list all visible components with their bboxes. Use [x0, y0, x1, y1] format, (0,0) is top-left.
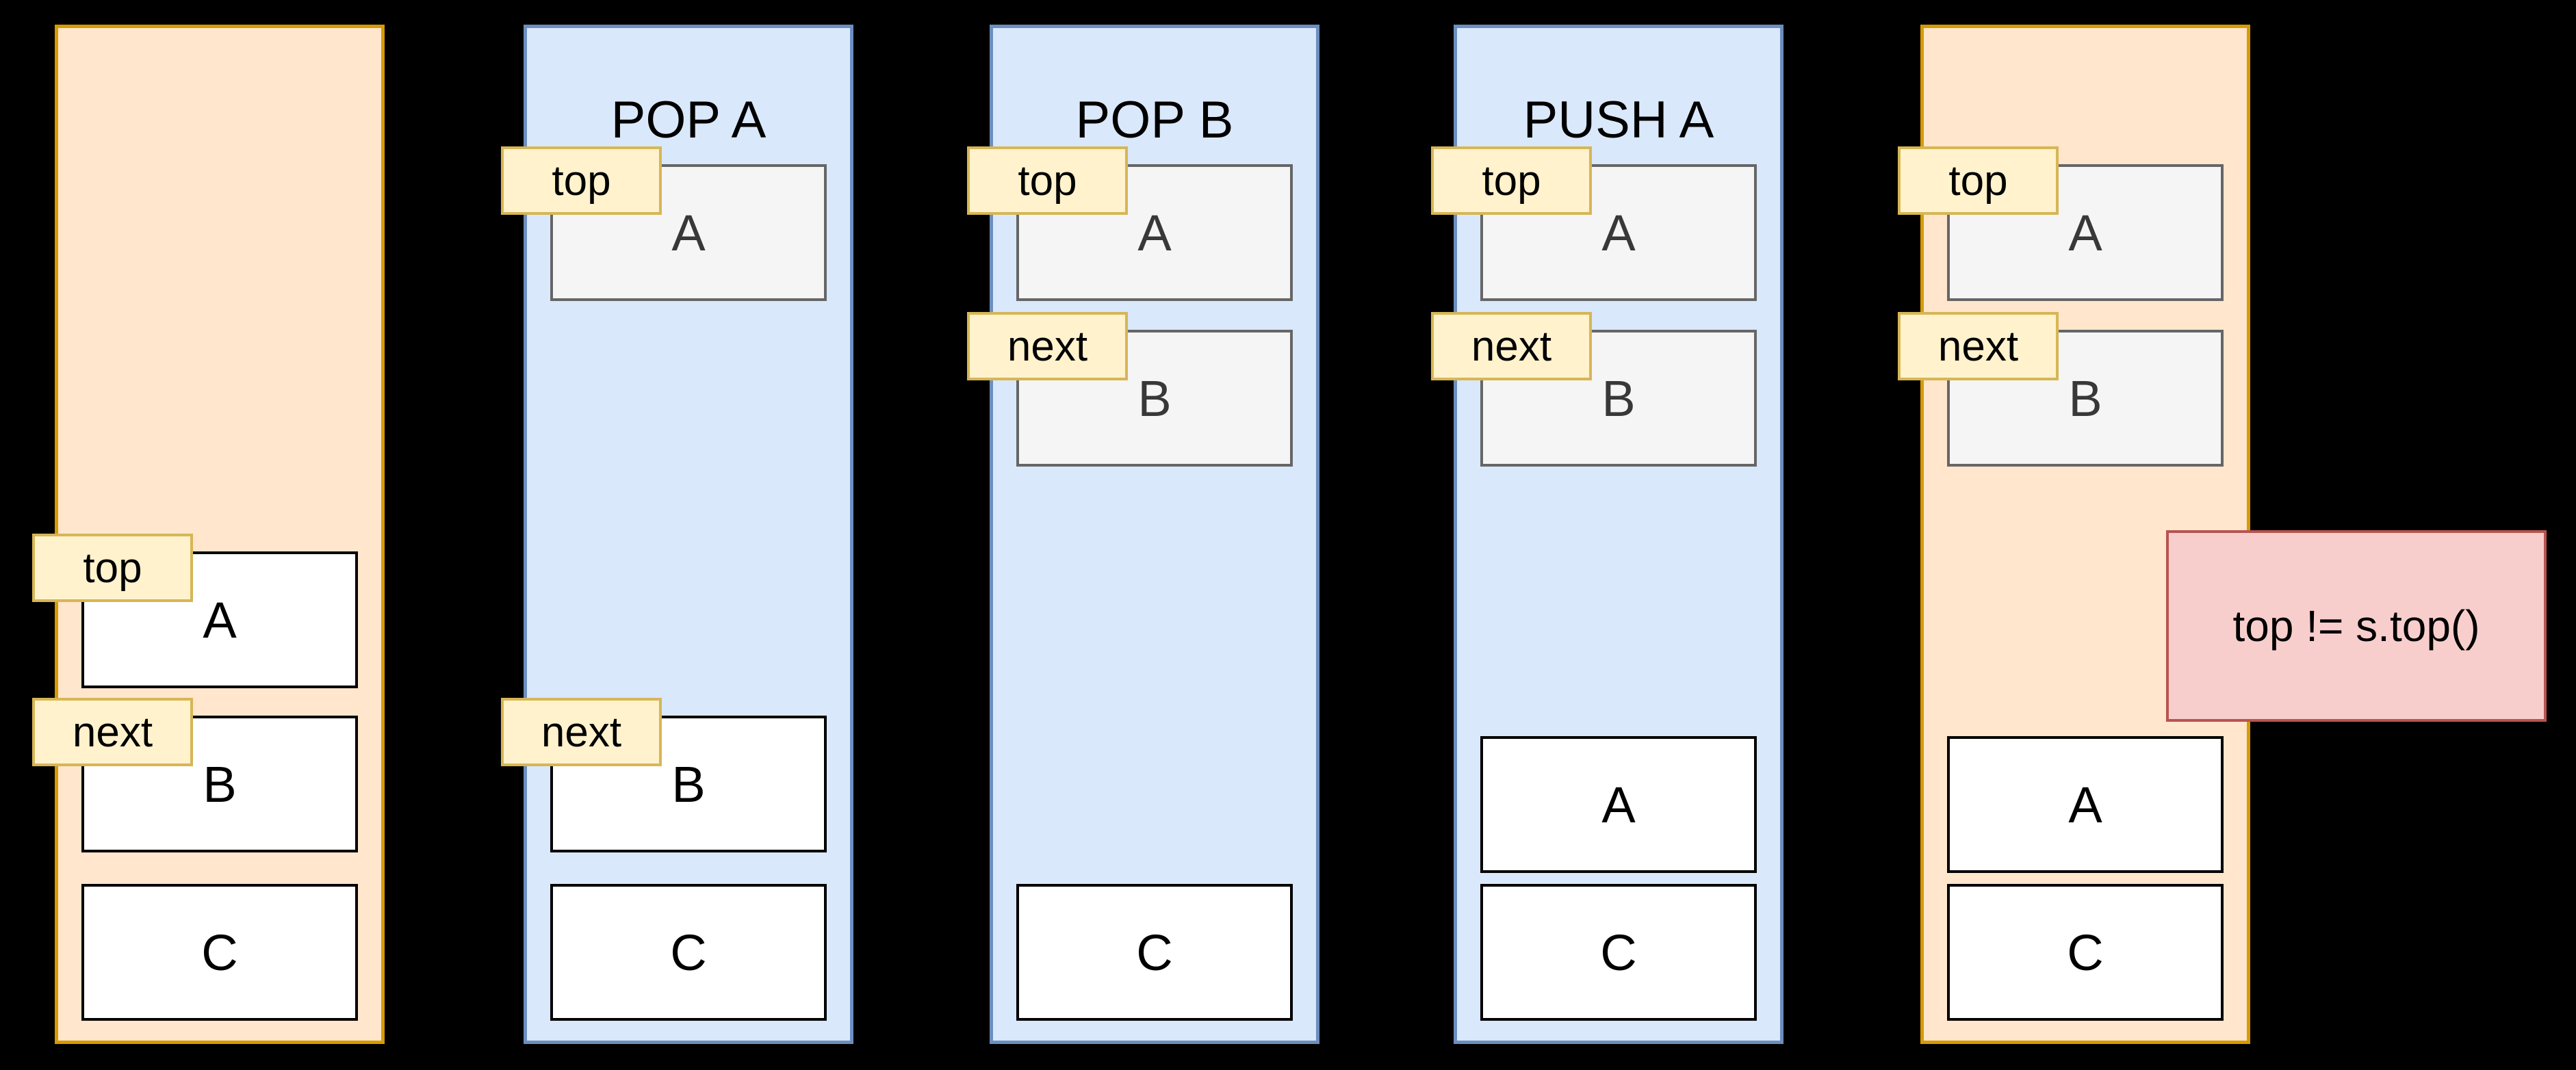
stack-item-label: B [2068, 369, 2102, 427]
popped-value-box: B next [1431, 312, 1757, 467]
tag-label: next [1471, 322, 1552, 370]
tag-label: top [552, 157, 611, 205]
column-header: PUSH A [1523, 91, 1714, 149]
column-header: POP A [610, 91, 767, 149]
stack-item: C [1016, 884, 1293, 1021]
column-pop-a: POP A A top B next C [501, 25, 853, 1044]
top-pointer-tag: top [32, 534, 193, 602]
next-pointer-tag: next [967, 312, 1128, 380]
top-pointer-tag: top [1431, 146, 1592, 215]
column-push-a: PUSH A A top B next A C [1431, 25, 1783, 1044]
column-header: POP B [1075, 91, 1234, 149]
stack-item-label: C [2067, 924, 2104, 981]
stack-item: B next [32, 698, 358, 852]
popped-value-box: A top [501, 146, 827, 301]
annotation-text: top != s.top() [2232, 601, 2480, 651]
stack-item-label: B [203, 755, 237, 813]
popped-value-box: A top [1898, 146, 2224, 301]
stack-item-label: C [670, 924, 707, 981]
column-initial-stack: A top B next C [32, 25, 385, 1044]
tag-label: next [1937, 322, 2019, 370]
stack-item: A [1480, 736, 1757, 873]
next-pointer-tag: next [1431, 312, 1592, 380]
tag-label: next [72, 708, 153, 756]
tag-label: next [1007, 322, 1088, 370]
next-pointer-tag: next [1898, 312, 2059, 380]
stack-item-label: A [1137, 204, 1172, 261]
stack-item: C [550, 884, 827, 1021]
popped-value-box: B next [967, 312, 1293, 467]
tag-label: next [541, 708, 622, 756]
top-pointer-tag: top [967, 146, 1128, 215]
stack-item-label: B [1601, 369, 1636, 427]
stack-item-label: B [1137, 369, 1172, 427]
stack-item: B next [501, 698, 827, 852]
annotation-box: top != s.top() [2166, 530, 2547, 722]
stack-item-label: A [1601, 204, 1636, 261]
tag-label: top [1482, 157, 1541, 205]
tag-label: top [1018, 157, 1077, 205]
next-pointer-tag: next [501, 698, 662, 766]
popped-value-box: A top [1431, 146, 1757, 301]
stack-item: C [1480, 884, 1757, 1021]
stack-item-label: C [1600, 924, 1637, 981]
top-pointer-tag: top [501, 146, 662, 215]
popped-value-box: A top [967, 146, 1293, 301]
stack-item: A [1947, 736, 2224, 873]
stack-item: A top [32, 534, 358, 688]
stack-item-label: C [201, 924, 238, 981]
stack-item-label: A [2068, 204, 2102, 261]
tag-label: top [83, 544, 142, 592]
top-pointer-tag: top [1898, 146, 2059, 215]
stack-item-label: A [671, 204, 706, 261]
stack-item: C [81, 884, 358, 1021]
stack-item-label: A [1601, 776, 1636, 833]
stack-item-label: C [1136, 924, 1173, 981]
stack-item-label: A [203, 591, 237, 649]
stack-item-label: A [2068, 776, 2102, 833]
stack-item: C [1947, 884, 2224, 1021]
next-pointer-tag: next [32, 698, 193, 766]
tag-label: top [1948, 157, 2008, 205]
popped-value-box: B next [1898, 312, 2224, 467]
stack-item-label: B [671, 755, 706, 813]
column-pop-b: POP B A top B next C [967, 25, 1319, 1044]
